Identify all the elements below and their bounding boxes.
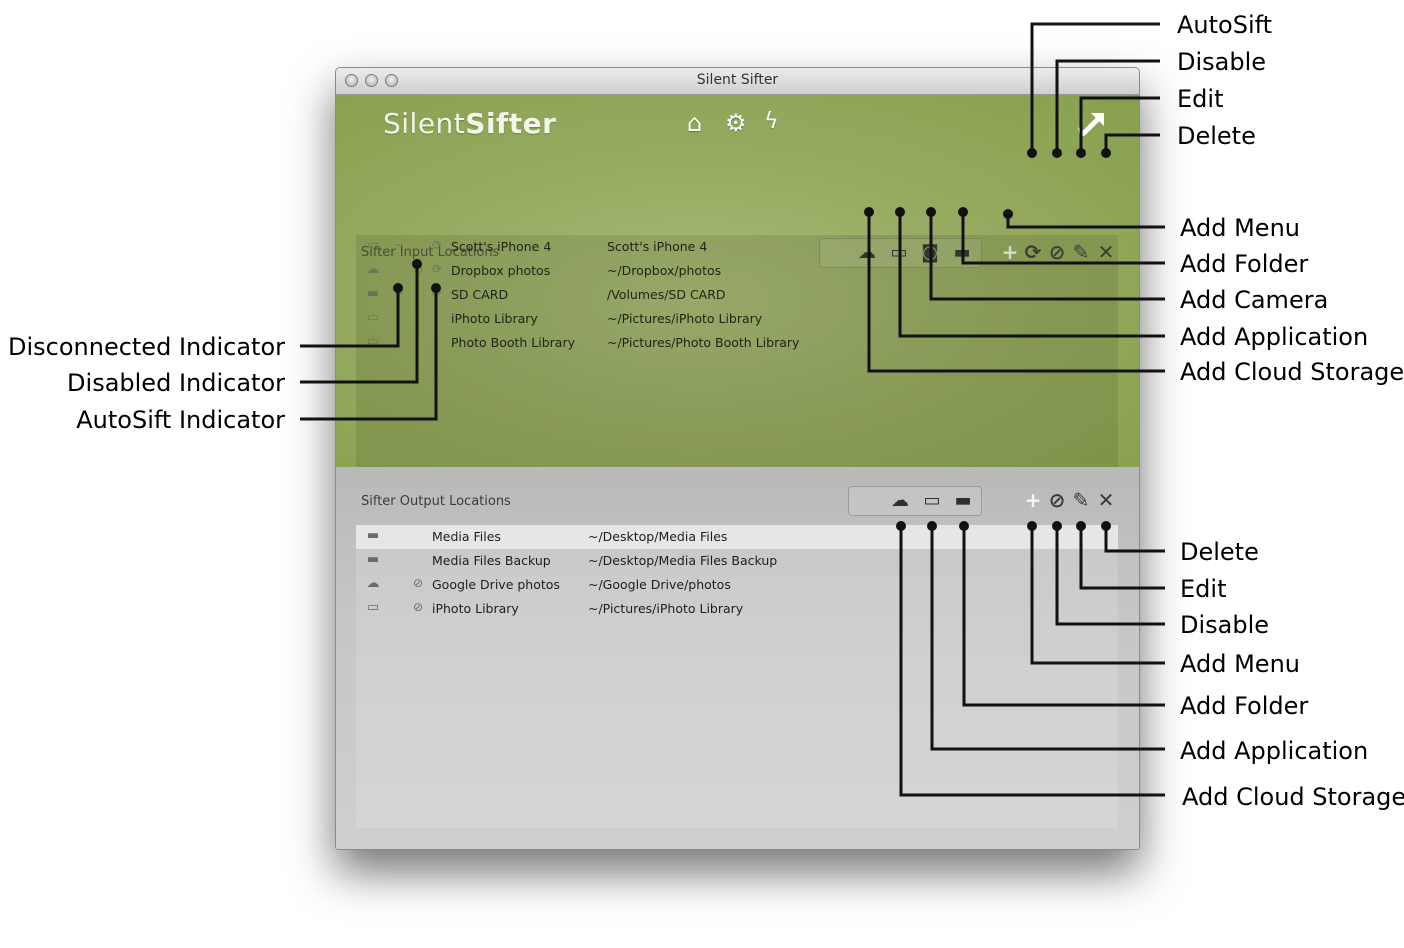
location-name: iPhoto Library bbox=[432, 601, 519, 616]
autosift-button[interactable]: ⟳ bbox=[1024, 240, 1042, 264]
output-section-title: Sifter Output Locations bbox=[361, 494, 511, 509]
folder-add-icon[interactable]: ▬ bbox=[954, 490, 972, 511]
location-name: iPhoto Library bbox=[451, 311, 538, 326]
location-name: Photo Booth Library bbox=[451, 335, 576, 350]
logo-bold-text: Sifter bbox=[465, 107, 557, 140]
location-path: ~/Pictures/iPhoto Library bbox=[588, 601, 744, 616]
monitor-add-icon[interactable]: ▭ bbox=[923, 490, 941, 511]
location-name: Dropbox photos bbox=[451, 263, 551, 278]
monitor-icon: ▭ bbox=[366, 310, 380, 325]
location-path: ~/Pictures/Photo Booth Library bbox=[607, 335, 800, 350]
logo-light-text: Silent bbox=[383, 107, 466, 140]
location-path: ~/Pictures/iPhoto Library bbox=[607, 311, 763, 326]
sync-icon[interactable]: ϟ bbox=[764, 109, 779, 134]
callout-disconnected-indicator: Disconnected Indicator bbox=[7, 333, 285, 361]
disconnected-indicator-icon: ~ bbox=[393, 238, 405, 252]
callout-output-edit: Edit bbox=[1180, 575, 1227, 603]
callout-autosift: AutoSift bbox=[1177, 11, 1273, 39]
location-name: Google Drive photos bbox=[432, 577, 560, 592]
callout-output-add-menu: Add Menu bbox=[1180, 650, 1300, 678]
home-icon[interactable]: ⌂ bbox=[687, 109, 703, 137]
output-pane: Sifter Output Locations ☁ ▭ ▬ + ⊘ ✎ ✕ ▬ M… bbox=[336, 467, 1139, 849]
table-row[interactable]: ☁ ⊘ Google Drive photos ~/Google Drive/phot… bbox=[356, 573, 1118, 597]
folder-icon: ▬ bbox=[366, 528, 380, 543]
location-name: SD CARD bbox=[451, 287, 509, 302]
callout-autosift-indicator: AutoSift Indicator bbox=[76, 406, 285, 434]
callout-disable: Disable bbox=[1177, 48, 1267, 76]
disabled-indicator-icon: ⊘ bbox=[412, 576, 424, 590]
location-path: ~/Desktop/Media Files bbox=[588, 529, 728, 544]
disabled-indicator-icon: ⊘ bbox=[412, 600, 424, 614]
folder-icon: ▬ bbox=[366, 552, 380, 567]
callout-edit: Edit bbox=[1177, 85, 1224, 113]
close-window-button[interactable] bbox=[345, 74, 358, 87]
callout-add-folder: Add Folder bbox=[1180, 250, 1309, 278]
output-add-toolbar: ☁ ▭ ▬ bbox=[848, 486, 982, 516]
callout-output-add-application: Add Application bbox=[1180, 737, 1369, 765]
table-row[interactable]: ▭ ~ ⟳ Scott's iPhone 4 Scott's iPhone 4 bbox=[356, 235, 1118, 259]
autosift-indicator-icon: ⟳ bbox=[431, 262, 443, 276]
folder-icon: ▬ bbox=[366, 286, 380, 301]
disable-button[interactable]: ⊘ bbox=[1048, 488, 1066, 512]
app-logo: SilentSifter bbox=[383, 107, 556, 140]
edit-button[interactable]: ✎ bbox=[1072, 488, 1090, 512]
callout-add-camera: Add Camera bbox=[1180, 286, 1329, 314]
output-locations-list: ▬ Media Files ~/Desktop/Media Files ▬ Media … bbox=[356, 525, 1118, 828]
location-name: Media Files bbox=[432, 529, 501, 544]
device-icon: ▭ bbox=[366, 238, 380, 253]
delete-button[interactable]: ✕ bbox=[1097, 488, 1115, 512]
location-name: Media Files Backup bbox=[432, 553, 551, 568]
callout-output-disable: Disable bbox=[1180, 611, 1270, 639]
gear-icon[interactable]: ⚙ bbox=[725, 109, 747, 137]
table-row[interactable]: ▬ Media Files Backup ~/Desktop/Media Files… bbox=[356, 549, 1118, 573]
silent-sifter-window: Silent Sifter SilentSifter ⌂ ⚙ ϟ Sifter … bbox=[335, 67, 1140, 850]
window-title: Silent Sifter bbox=[696, 72, 779, 88]
cloud-add-icon[interactable]: ☁ bbox=[858, 242, 876, 263]
callout-add-cloud-storage: Add Cloud Storage bbox=[1180, 358, 1404, 386]
minimize-window-button[interactable] bbox=[365, 74, 378, 87]
location-path: ~/Dropbox/photos bbox=[607, 263, 722, 278]
cloud-add-icon[interactable]: ☁ bbox=[891, 490, 909, 511]
delete-button[interactable]: ✕ bbox=[1097, 240, 1115, 264]
table-row[interactable]: ▭ iPhoto Library ~/Pictures/iPhoto Library bbox=[356, 307, 1118, 331]
autosift-indicator-icon: ⟳ bbox=[431, 238, 443, 252]
add-menu-button[interactable]: + bbox=[1001, 240, 1019, 264]
zoom-window-button[interactable] bbox=[385, 74, 398, 87]
disable-button[interactable]: ⊘ bbox=[1048, 240, 1066, 264]
title-bar: Silent Sifter bbox=[336, 68, 1139, 95]
callout-add-application: Add Application bbox=[1180, 323, 1369, 351]
callout-output-add-cloud-storage: Add Cloud Storage bbox=[1182, 783, 1404, 811]
location-path: /Volumes/SD CARD bbox=[607, 287, 726, 302]
location-name: Scott's iPhone 4 bbox=[451, 239, 552, 254]
table-row[interactable]: ▭ ⊘ iPhoto Library ~/Pictures/iPhoto Librar… bbox=[356, 597, 1118, 621]
callout-delete: Delete bbox=[1177, 122, 1256, 150]
callout-disabled-indicator: Disabled Indicator bbox=[67, 369, 285, 397]
add-menu-button[interactable]: + bbox=[1024, 488, 1042, 512]
location-path: Scott's iPhone 4 bbox=[607, 239, 708, 254]
edit-button[interactable]: ✎ bbox=[1072, 240, 1090, 264]
location-path: ~/Google Drive/photos bbox=[588, 577, 731, 592]
callout-output-add-folder: Add Folder bbox=[1180, 692, 1309, 720]
cloud-icon: ☁ bbox=[366, 262, 380, 277]
callout-add-menu: Add Menu bbox=[1180, 214, 1300, 242]
callout-output-delete: Delete bbox=[1180, 538, 1259, 566]
monitor-icon: ▭ bbox=[366, 600, 380, 615]
table-row[interactable]: ☁⊘⟳Dropbox photos~/Dropbox/photos bbox=[356, 259, 1118, 283]
input-section-title: Sifter Input Locations bbox=[361, 245, 500, 260]
location-path: ~/Desktop/Media Files Backup bbox=[588, 553, 778, 568]
table-row[interactable]: ▬ Media Files ~/Desktop/Media Files bbox=[356, 525, 1118, 549]
cloud-icon: ☁ bbox=[366, 576, 380, 591]
